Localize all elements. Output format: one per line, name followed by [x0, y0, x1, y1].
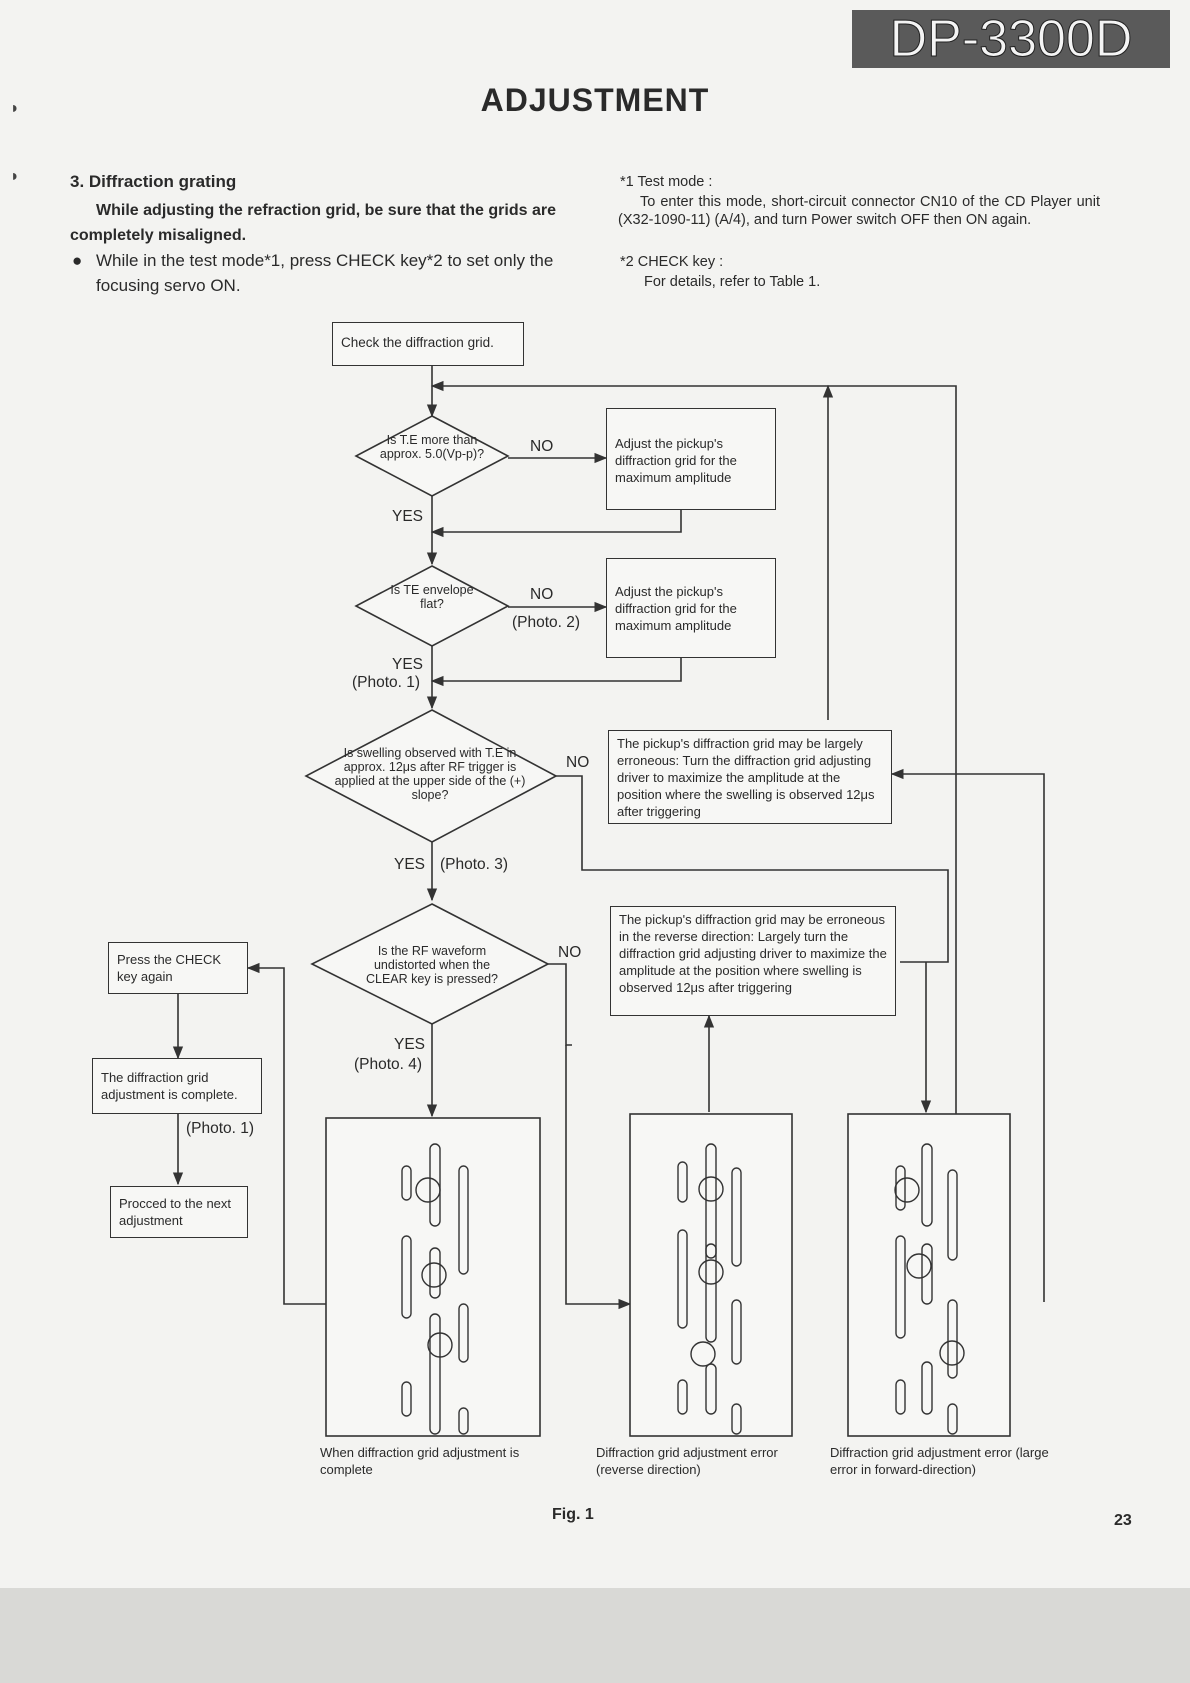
- decision-q2-text: Is TE envelope flat?: [390, 583, 474, 611]
- model-badge: DP-3300D: [852, 10, 1170, 69]
- label-yes-4: YES: [394, 1036, 426, 1053]
- photo3-trace: [894, 1143, 965, 1435]
- caption-forward: Diffraction grid adjustment error (large…: [830, 1445, 1049, 1477]
- note2-heading: *2 CHECK key :: [620, 254, 724, 270]
- decision-q1-text: Is T.E more than approx. 5.0(Vp-p)?: [379, 433, 485, 461]
- page-number: 23: [1114, 1512, 1132, 1529]
- start-box: Check the diffraction grid.: [332, 322, 524, 366]
- binding-mark-icon: ◗: [10, 100, 20, 117]
- label-photo1-a: (Photo. 1): [352, 674, 421, 691]
- note1-heading: *1 Test mode :: [620, 174, 713, 190]
- section-heading: 3. Diffraction grating: [70, 172, 237, 191]
- section-bullet: ● While in the test mode*1, press CHECK …: [70, 248, 560, 298]
- edge-loop-a4: [430, 380, 957, 1302]
- label-yes-1: YES: [392, 508, 424, 525]
- proceed-box: Procced to the next adjustment: [110, 1186, 248, 1238]
- decision-q4-text: Is the RF waveform undistorted when the …: [365, 944, 498, 986]
- label-no-4: NO: [558, 944, 582, 961]
- photo1-trace: [401, 1143, 469, 1435]
- edge-a2-back: [430, 658, 682, 687]
- label-photo3: (Photo. 3): [440, 856, 509, 873]
- note2-body: For details, refer to Table 1.: [644, 274, 821, 290]
- figure-label: Fig. 1: [552, 1506, 594, 1523]
- label-photo1-b: (Photo. 1): [186, 1120, 255, 1137]
- label-no-1: NO: [530, 438, 554, 455]
- scan-bottom-band: [0, 1588, 1190, 1683]
- caption-reverse: Diffraction grid adjustment error (rever…: [596, 1445, 778, 1477]
- action-box-1: Adjust the pickup's diffraction grid for…: [606, 408, 776, 510]
- page-title: ADJUSTMENT: [480, 82, 710, 118]
- action-box-4: The pickup's diffraction grid may be err…: [610, 906, 896, 1016]
- section-warning: While adjusting the refraction grid, be …: [70, 202, 556, 244]
- bullet-text: While in the test mode*1, press CHECK ke…: [96, 251, 554, 295]
- caption-complete: When diffraction grid adjustment is comp…: [320, 1445, 520, 1477]
- label-no-3: NO: [566, 754, 590, 771]
- action-box-2: Adjust the pickup's diffraction grid for…: [606, 558, 776, 658]
- label-yes-2: YES: [392, 656, 424, 673]
- photo-forward-error: [847, 1113, 1011, 1437]
- edge-q4-no-to-photo: [565, 1298, 632, 1310]
- edge-loop-a3: [890, 768, 1045, 1302]
- label-photo2: (Photo. 2): [512, 614, 581, 631]
- label-yes-3: YES: [394, 856, 426, 873]
- binding-mark-icon: ◗: [10, 168, 20, 185]
- press-check-box: Press the CHECK key again: [108, 942, 248, 994]
- complete-box: The diffraction grid adjustment is compl…: [92, 1058, 262, 1114]
- label-photo4: (Photo. 4): [354, 1056, 423, 1073]
- edge-a1-back: [430, 510, 682, 538]
- note1-body: To enter this mode, short-circuit connec…: [618, 194, 1100, 228]
- photo-reverse-error: [629, 1113, 793, 1437]
- bullet-icon: ●: [72, 251, 83, 270]
- decision-q3-text: Is swelling observed with T.E in approx.…: [334, 746, 526, 802]
- photo-complete: [325, 1117, 541, 1437]
- edge-photo1-to-check: [246, 962, 326, 1305]
- edge-q4-no: [548, 963, 572, 1046]
- edge-q3-no: [556, 775, 949, 963]
- action-box-3: The pickup's diffraction grid may be lar…: [608, 730, 892, 824]
- photo2-trace: [677, 1143, 742, 1435]
- label-no-2: NO: [530, 586, 554, 603]
